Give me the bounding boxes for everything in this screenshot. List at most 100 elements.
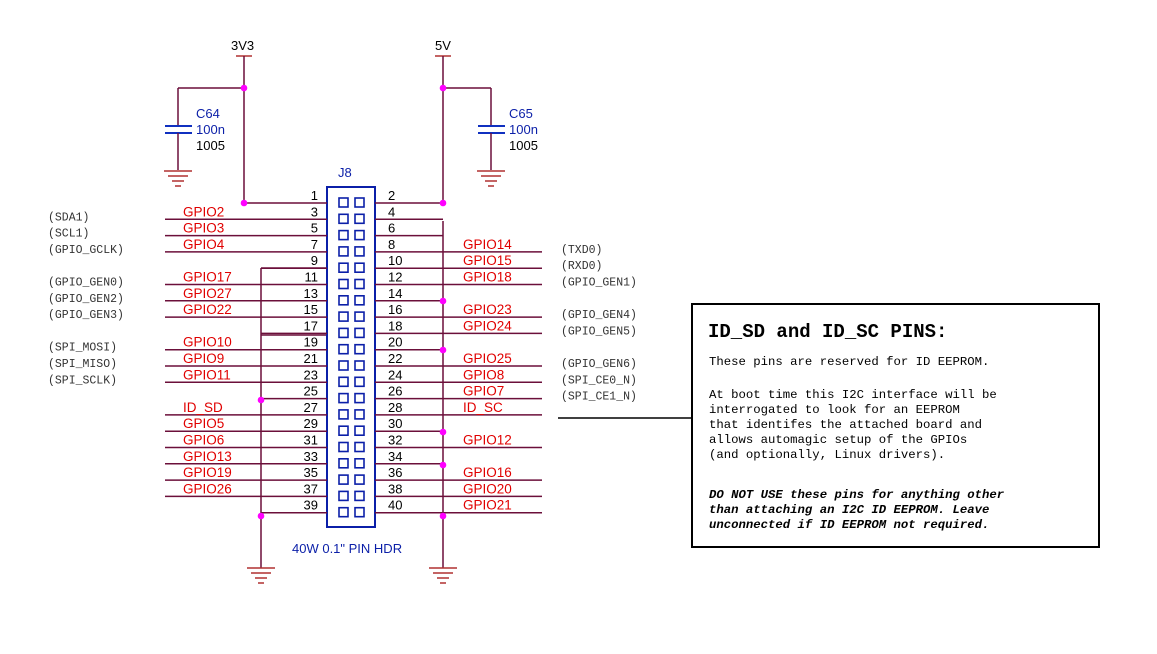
net-label: GPIO19: [183, 465, 232, 480]
alt-function-label: (SPI_MISO): [48, 358, 117, 371]
header-body: [326, 186, 376, 528]
pin-number: 27: [304, 400, 318, 415]
c64-package: 1005: [196, 138, 225, 153]
alt-function-label: (GPIO_GEN5): [561, 325, 637, 338]
pad-odd: [338, 343, 349, 355]
pad-odd: [338, 294, 349, 306]
pad-odd: [338, 229, 349, 241]
net-label: GPIO11: [183, 367, 231, 382]
alt-function-label: (SDA1): [48, 211, 89, 224]
pin-number: 28: [388, 400, 402, 415]
pad-odd: [338, 246, 349, 257]
pad-even: [354, 197, 365, 208]
alt-function-label: (GPIO_GEN3): [48, 309, 124, 322]
pad-odd: [338, 441, 349, 453]
pin-number: 25: [304, 384, 318, 399]
pin-39: 39: [261, 498, 327, 514]
junction-dot: [257, 396, 265, 404]
rail-5v: 5V: [435, 38, 491, 206]
net-label: GPIO18: [463, 270, 512, 285]
pin-number: 19: [304, 335, 318, 350]
note-warning: DO NOT USE these pins for anything other…: [709, 488, 1005, 532]
header-ref: J8: [338, 165, 352, 180]
alt-function-label: (SPI_SCLK): [48, 374, 117, 387]
c65-ref: C65: [509, 106, 533, 121]
rail-3v3-label: 3V3: [231, 38, 254, 53]
pad-even: [354, 474, 365, 485]
net-label: GPIO24: [463, 318, 512, 333]
pad-even: [354, 294, 365, 306]
ground-icon-right: [429, 567, 457, 584]
net-label: GPIO16: [463, 465, 512, 480]
pin-number: 18: [388, 318, 402, 333]
junction-dot: [257, 512, 265, 520]
pin-number: 7: [311, 237, 318, 252]
net-label: GPIO6: [183, 433, 224, 448]
junction-dot: [439, 84, 447, 92]
c64-ref: C64: [196, 106, 220, 121]
pin-number: 34: [388, 449, 402, 464]
pad-even: [354, 262, 365, 274]
net-label: GPIO22: [183, 302, 232, 317]
pin-18: 18 GPIO24 (GPIO_GEN5): [375, 318, 637, 338]
pad-even: [354, 392, 365, 404]
alt-function-label: (SPI_CE1_N): [561, 391, 637, 404]
pin-number: 17: [304, 318, 318, 333]
alt-function-label: (GPIO_GEN4): [561, 309, 637, 322]
pin-number: 32: [388, 433, 402, 448]
pad-odd: [338, 262, 349, 274]
note-paragraph-2: At boot time this I2C interface will be …: [709, 388, 997, 462]
ground-icon-c65: [477, 170, 505, 187]
junction-dot: [439, 346, 447, 354]
pin-number: 14: [388, 286, 402, 301]
net-label: GPIO14: [463, 237, 512, 252]
pins-layer: 13GPIO2(SDA1)5GPIO3(SCL1)7GPIO4(GPIO_GCL…: [48, 188, 637, 514]
pad-even: [354, 506, 365, 518]
pad-even: [354, 457, 365, 469]
pin-25: 25: [261, 384, 327, 400]
pin-number: 26: [388, 384, 402, 399]
pin-34: 34: [375, 449, 443, 465]
net-label: GPIO7: [463, 384, 504, 399]
pin-28: 28 ID_SC: [375, 400, 542, 416]
pin-number: 22: [388, 351, 402, 366]
junction-dot: [240, 199, 248, 207]
pin-30: 30: [375, 416, 443, 432]
pad-odd: [338, 392, 349, 404]
junction-dot: [439, 512, 447, 520]
alt-function-label: (SPI_MOSI): [48, 342, 117, 355]
net-label: GPIO13: [183, 449, 232, 464]
net-label: ID_SC: [463, 400, 503, 415]
net-label: GPIO3: [183, 221, 224, 236]
pad-odd: [338, 213, 349, 225]
pin-number: 1: [311, 188, 318, 203]
net-label: GPIO5: [183, 416, 224, 431]
alt-function-label: (GPIO_GCLK): [48, 244, 124, 257]
c64-value: 100n: [196, 122, 225, 137]
ground-icon-left: [247, 567, 275, 584]
net-label: GPIO23: [463, 302, 512, 317]
pin-2: 2: [375, 188, 443, 204]
pin-20: 20: [375, 335, 443, 351]
junctions: [240, 84, 447, 520]
rail-5v-label: 5V: [435, 38, 451, 53]
pin-number: 31: [304, 433, 318, 448]
alt-function-label: (GPIO_GEN2): [48, 293, 124, 306]
